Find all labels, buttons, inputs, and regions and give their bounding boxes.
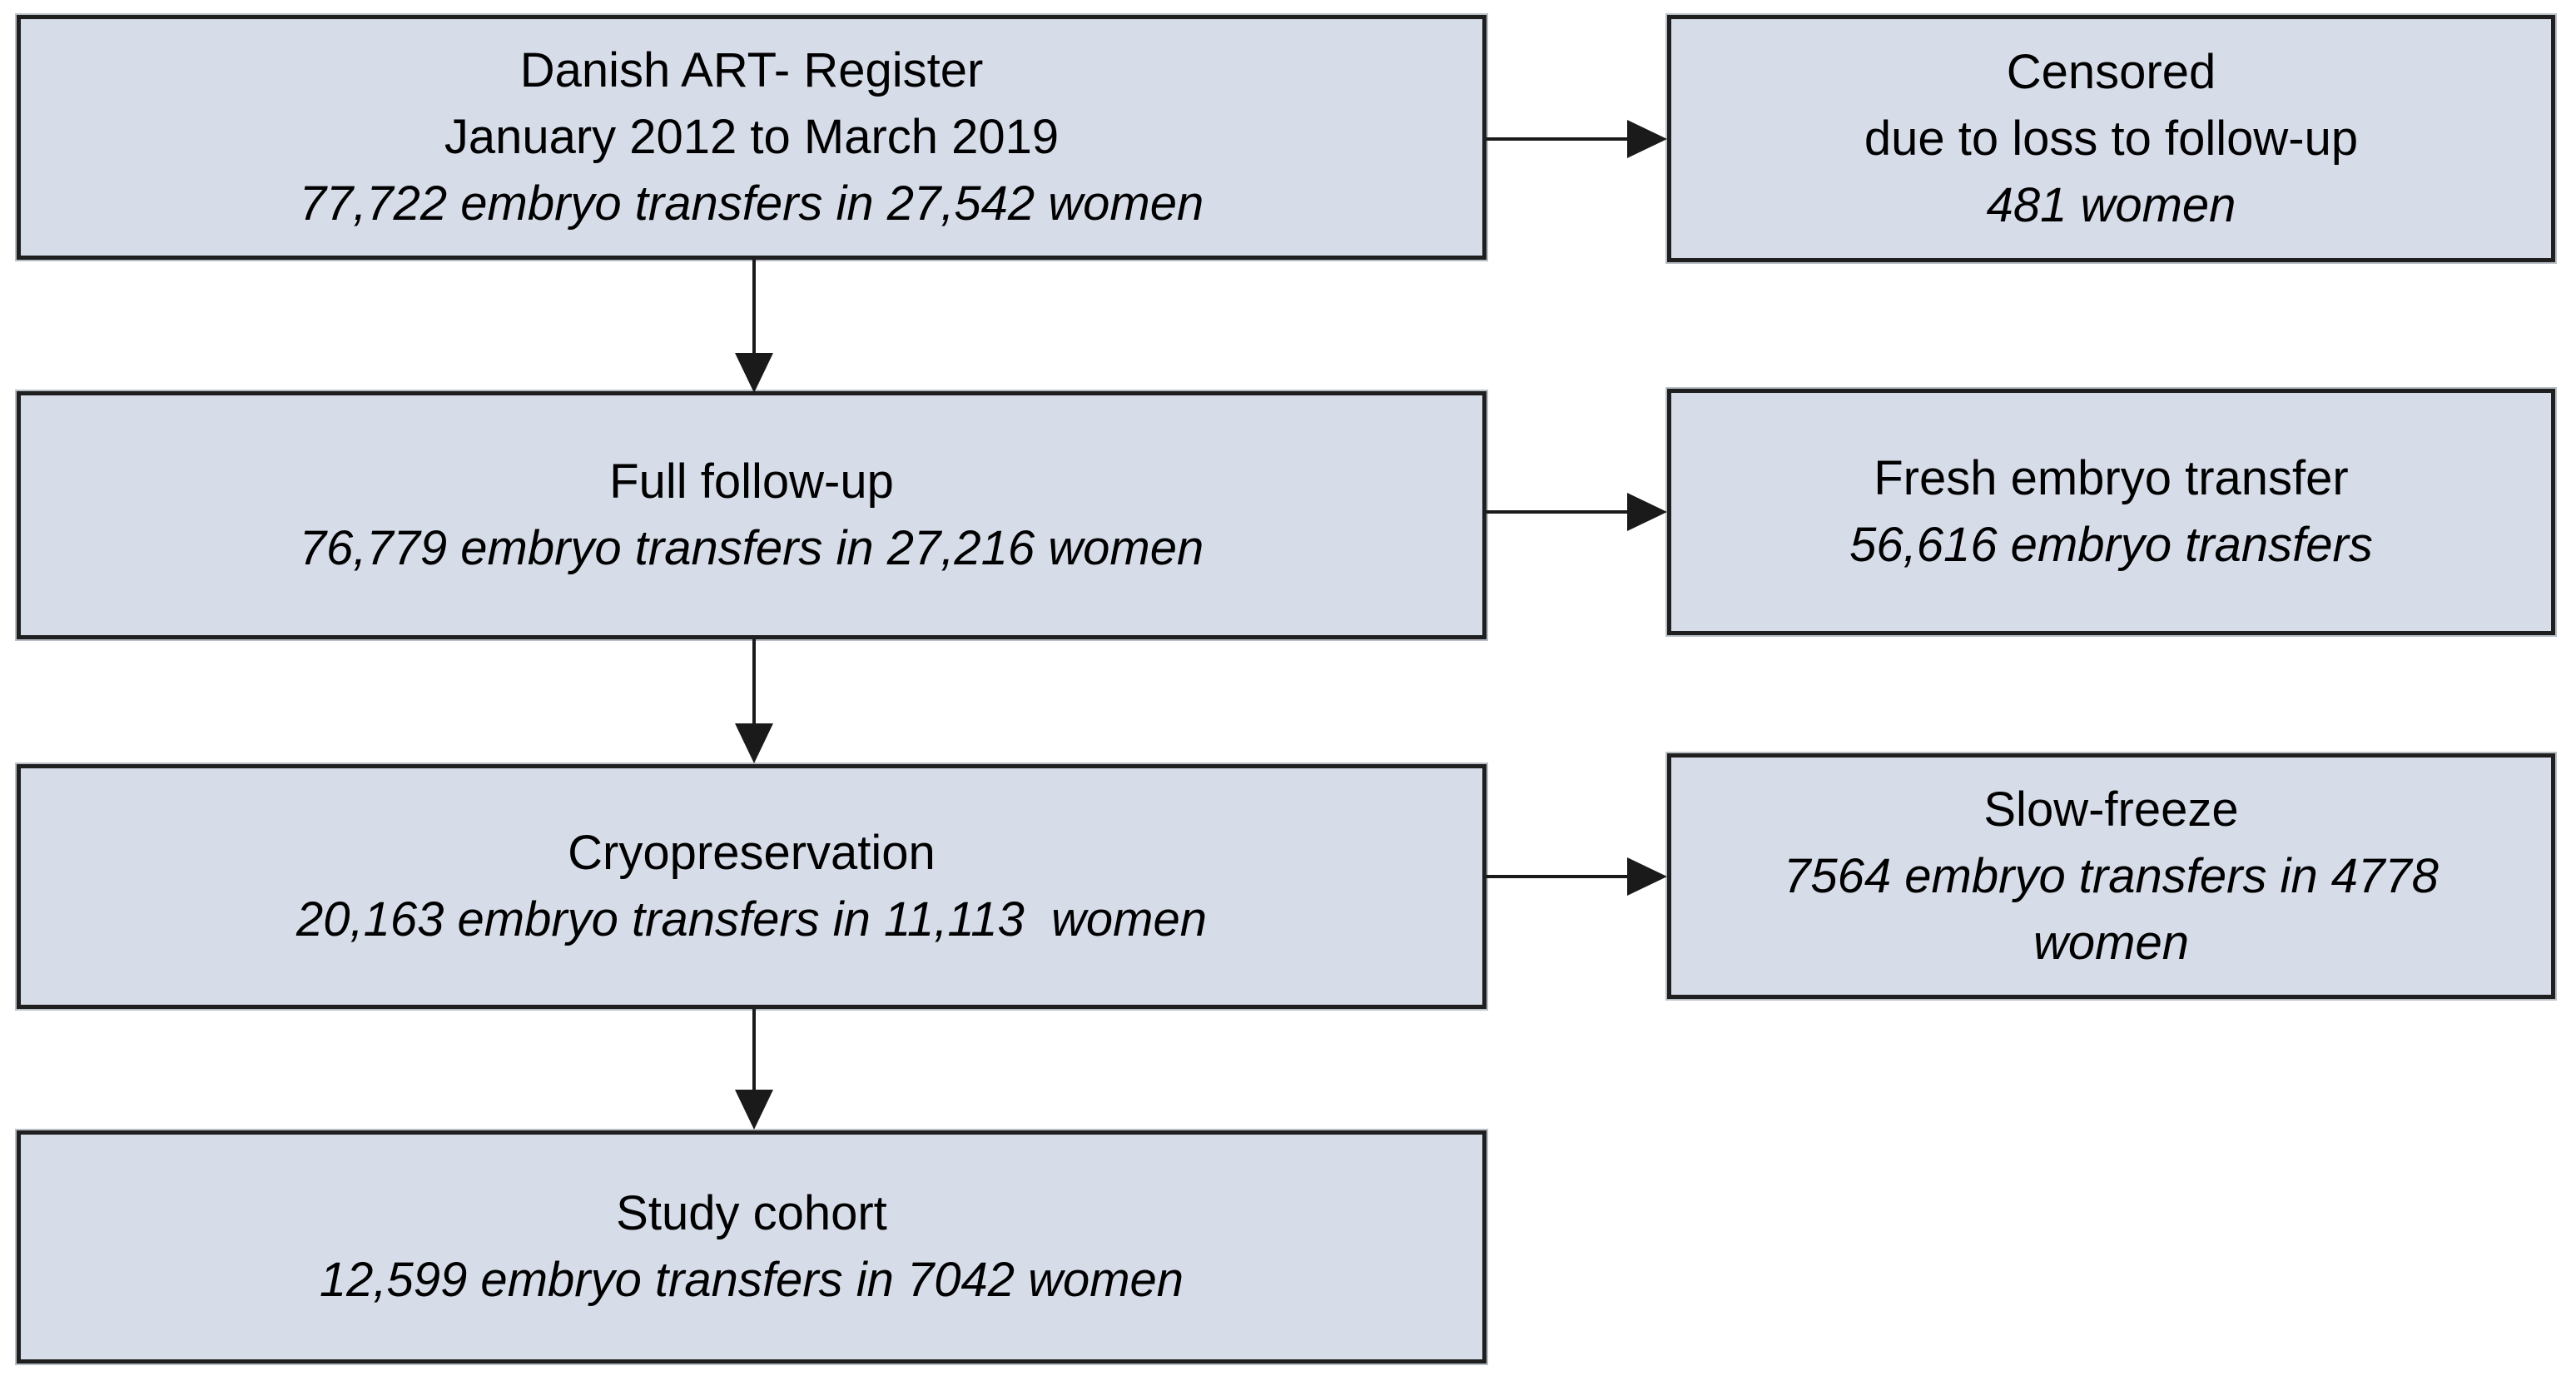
arrowhead-down-icon	[735, 1090, 773, 1130]
connector-followup-to-fresh	[1487, 510, 1629, 514]
fresh-transfer-title: Fresh embryo transfer	[1874, 451, 2349, 505]
flow-box-full-followup: Full follow-up 76,779 embryo transfers i…	[17, 391, 1487, 639]
censored-subtitle: due to loss to follow-up	[1864, 111, 2359, 166]
arrowhead-right-icon	[1627, 857, 1667, 896]
flow-box-cryopreservation: Cryopreservation 20,163 embryo transfers…	[17, 764, 1487, 1009]
connector-followup-to-cryo	[752, 639, 756, 724]
connector-register-to-followup	[752, 260, 756, 354]
arrowhead-down-icon	[735, 723, 773, 763]
full-followup-title: Full follow-up	[609, 455, 894, 509]
slow-freeze-stat: 7564 embryo transfers in 4778 women	[1784, 848, 2452, 970]
register-title: Danish ART- Register	[519, 43, 984, 97]
register-stat: 77,722 embryo transfers in 27,542 women	[299, 176, 1204, 231]
arrowhead-right-icon	[1627, 120, 1667, 158]
arrowhead-down-icon	[735, 353, 773, 393]
connector-cryo-to-cohort	[752, 1009, 756, 1090]
connector-cryo-to-slowfreeze	[1487, 875, 1629, 878]
fresh-transfer-stat: 56,616 embryo transfers	[1849, 518, 2373, 572]
register-date-range: January 2012 to March 2019	[444, 110, 1060, 164]
flow-box-fresh-transfer: Fresh embryo transfer 56,616 embryo tran…	[1667, 389, 2555, 635]
slow-freeze-title: Slow-freeze	[1983, 782, 2239, 837]
connector-register-to-censored	[1487, 137, 1629, 141]
flow-box-register: Danish ART- Register January 2012 to Mar…	[17, 15, 1487, 260]
arrowhead-right-icon	[1627, 493, 1667, 531]
study-cohort-title: Study cohort	[616, 1186, 887, 1240]
flow-box-slow-freeze: Slow-freeze 7564 embryo transfers in 477…	[1667, 753, 2555, 999]
flow-box-study-cohort: Study cohort 12,599 embryo transfers in …	[17, 1130, 1487, 1364]
censored-stat: 481 women	[1986, 177, 2236, 232]
flow-box-censored: Censored due to loss to follow-up 481 wo…	[1667, 15, 2555, 262]
study-cohort-stat: 12,599 embryo transfers in 7042 women	[319, 1253, 1184, 1307]
cryopreservation-title: Cryopreservation	[568, 826, 936, 880]
full-followup-stat: 76,779 embryo transfers in 27,216 women	[299, 521, 1204, 575]
censored-title: Censored	[2006, 44, 2216, 99]
cryopreservation-stat: 20,163 embryo transfers in 11,113 women	[295, 892, 1207, 946]
